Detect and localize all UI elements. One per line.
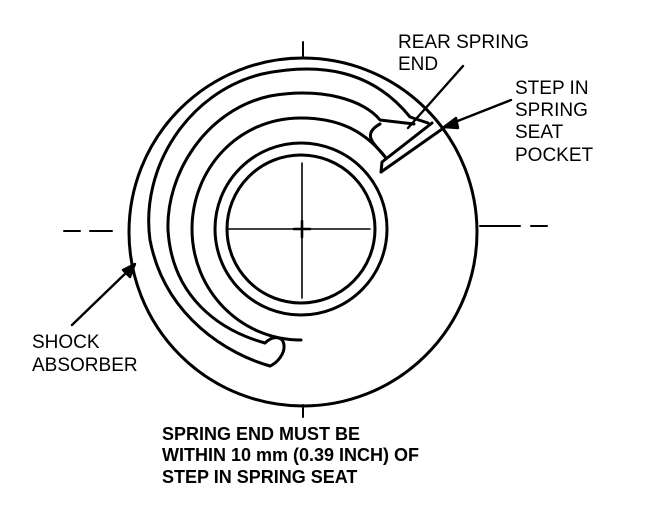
- leader-step-pocket: [448, 98, 513, 126]
- step-pocket-shape: [379, 121, 434, 174]
- shock-absorber: [213, 141, 389, 317]
- label-shock-absorber: SHOCK ABSORBER: [32, 332, 138, 376]
- center-lines: [63, 41, 548, 418]
- shock-absorber-inner-circle: [225, 153, 377, 305]
- step-pocket: [379, 121, 447, 174]
- spring-inner-coil: [190, 116, 388, 342]
- arrowhead-shock-absorber: [121, 262, 137, 279]
- spring-coil-inner-edge: [166, 91, 416, 345]
- outer-seat-circle: [127, 56, 479, 408]
- leader-shock-absorber: [70, 266, 133, 327]
- spring-inner-coil-edge: [368, 122, 388, 160]
- label-step-in-spring-seat-pocket: STEP IN SPRING SEAT POCKET: [515, 78, 594, 166]
- shock-absorber-outer-circle: [213, 141, 389, 317]
- step-pocket-lower: [379, 125, 447, 174]
- spring-coil-outer-edge: [147, 67, 430, 368]
- leader-lines: [70, 64, 513, 327]
- spring-end-tip: [263, 336, 286, 368]
- spring-coil: [147, 67, 430, 368]
- label-rear-spring-end: REAR SPRING END: [398, 32, 534, 75]
- arrowhead-step-pocket: [442, 116, 460, 130]
- leader-rear-spring-end: [406, 64, 465, 130]
- note-text: SPRING END MUST BE WITHIN 10 mm (0.39 IN…: [162, 424, 424, 487]
